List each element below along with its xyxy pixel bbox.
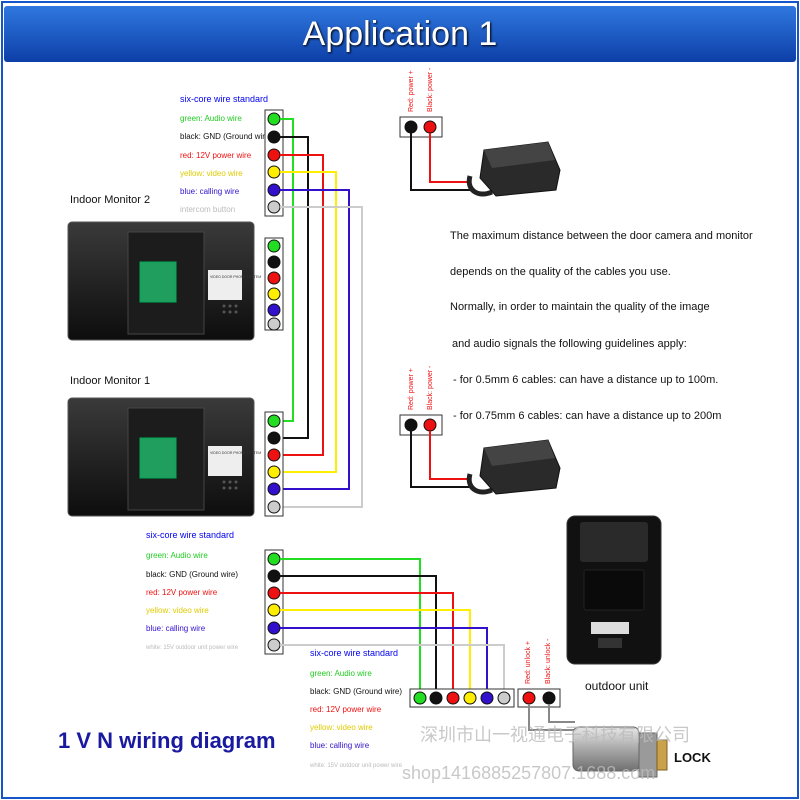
legend3-blue: blue: calling wire — [310, 741, 370, 750]
legend3-yellow: yellow: video wire — [310, 723, 373, 732]
legend-black: black: GND (Ground wire) — [180, 132, 272, 141]
legend2-yellow: yellow: video wire — [146, 606, 209, 615]
unlock-screw-red — [522, 691, 536, 705]
note-line-4: and audio signals the following guidelin… — [452, 338, 687, 350]
adapter2-wires — [410, 431, 470, 488]
adapter2-black-label: Black: power - — [427, 365, 434, 410]
unlock-red-label: Red: unlock + — [525, 641, 532, 684]
unlock-black-label: Black: unlock - — [545, 638, 552, 684]
adapter1-screw-red — [423, 120, 437, 134]
wires-middle-to-outdoor — [280, 558, 505, 690]
note-line-1: The maximum distance between the door ca… — [450, 230, 753, 242]
adapter1-black-label: Black: power - — [427, 67, 434, 112]
outdoor-unit — [566, 515, 662, 665]
lock — [572, 726, 668, 778]
terminal-monitor1-screws — [267, 414, 281, 514]
watermark-url: shop1416885257807.1688.com — [402, 763, 655, 783]
watermark-company: 深圳市山一视通电子科技有限公司 — [420, 725, 690, 745]
distance-notes: The maximum distance between the door ca… — [450, 230, 753, 422]
legend-intercom: intercom button — [180, 205, 235, 214]
legend-green: green: Audio wire — [180, 114, 242, 123]
legend-blue: blue: calling wire — [180, 187, 240, 196]
legend-yellow: yellow: video wire — [180, 169, 243, 178]
terminal-monitor2-screws — [267, 239, 281, 331]
wire-standard-heading-2: six-core wire standard — [146, 530, 234, 540]
wires-top-to-monitor1 — [280, 118, 363, 508]
note-line-3: Normally, in order to maintain the quali… — [450, 301, 710, 313]
legend2-blue: blue: calling wire — [146, 624, 206, 633]
title-bar: Application 1 — [4, 6, 796, 62]
wire-standard-heading: six-core wire standard — [180, 94, 268, 104]
adapter1-screw-black — [404, 120, 418, 134]
page-title: Application 1 — [302, 15, 498, 53]
terminal-block-top — [264, 109, 284, 217]
legend3-white: white: 15V outdoor unit power wire — [309, 763, 403, 769]
adapter2-screw-red — [423, 418, 437, 432]
legend2-black: black: GND (Ground wire) — [146, 570, 238, 579]
legend2-green: green: Audio wire — [146, 551, 208, 560]
power-adapter-2 — [466, 439, 561, 495]
note-line-5: - for 0.5mm 6 cables: can have a distanc… — [453, 374, 718, 386]
indoor-monitor-1-label: Indoor Monitor 1 — [70, 375, 150, 387]
unlock-screw-black — [542, 691, 556, 705]
adapter1-wires — [410, 133, 470, 191]
adapter2-red-label: Red: power + — [408, 368, 415, 410]
adapter1-red-label: Red: power + — [408, 70, 415, 112]
svg-text:VIDEO DOOR PHONE SYSTEM: VIDEO DOOR PHONE SYSTEM — [210, 275, 261, 279]
legend2-red: red: 12V power wire — [146, 588, 218, 597]
legend3-black: black: GND (Ground wire) — [310, 687, 402, 696]
legend-red: red: 12V power wire — [180, 151, 252, 160]
power-adapter-1 — [466, 141, 561, 197]
lock-label: LOCK — [674, 750, 711, 765]
terminal-block-middle — [264, 549, 284, 655]
terminal-bottom-screws — [413, 691, 511, 705]
note-line-2: depends on the quality of the cables you… — [450, 266, 671, 278]
svg-text:VIDEO DOOR PHONE SYSTEM: VIDEO DOOR PHONE SYSTEM — [210, 451, 261, 455]
legend3-green: green: Audio wire — [310, 669, 372, 678]
wire-standard-heading-3: six-core wire standard — [310, 648, 398, 658]
lock-wires — [528, 704, 575, 731]
diagram-caption: 1 V N wiring diagram — [58, 728, 276, 753]
indoor-monitor-2-label: Indoor Monitor 2 — [70, 194, 150, 206]
terminal-middle-screws — [267, 552, 281, 652]
indoor-monitor-2: VIDEO DOOR PHONE SYSTEM — [67, 221, 261, 341]
terminal-block-monitor1 — [264, 411, 284, 517]
legend2-white: white: 15V outdoor unit power wire — [145, 645, 239, 651]
outdoor-unit-label: outdoor unit — [585, 679, 649, 693]
indoor-monitor-1: VIDEO DOOR PHONE SYSTEM — [67, 397, 261, 517]
adapter2-screw-black — [404, 418, 418, 432]
legend3-red: red: 12V power wire — [310, 705, 382, 714]
note-line-6: - for 0.75mm 6 cables: can have a distan… — [453, 410, 721, 422]
